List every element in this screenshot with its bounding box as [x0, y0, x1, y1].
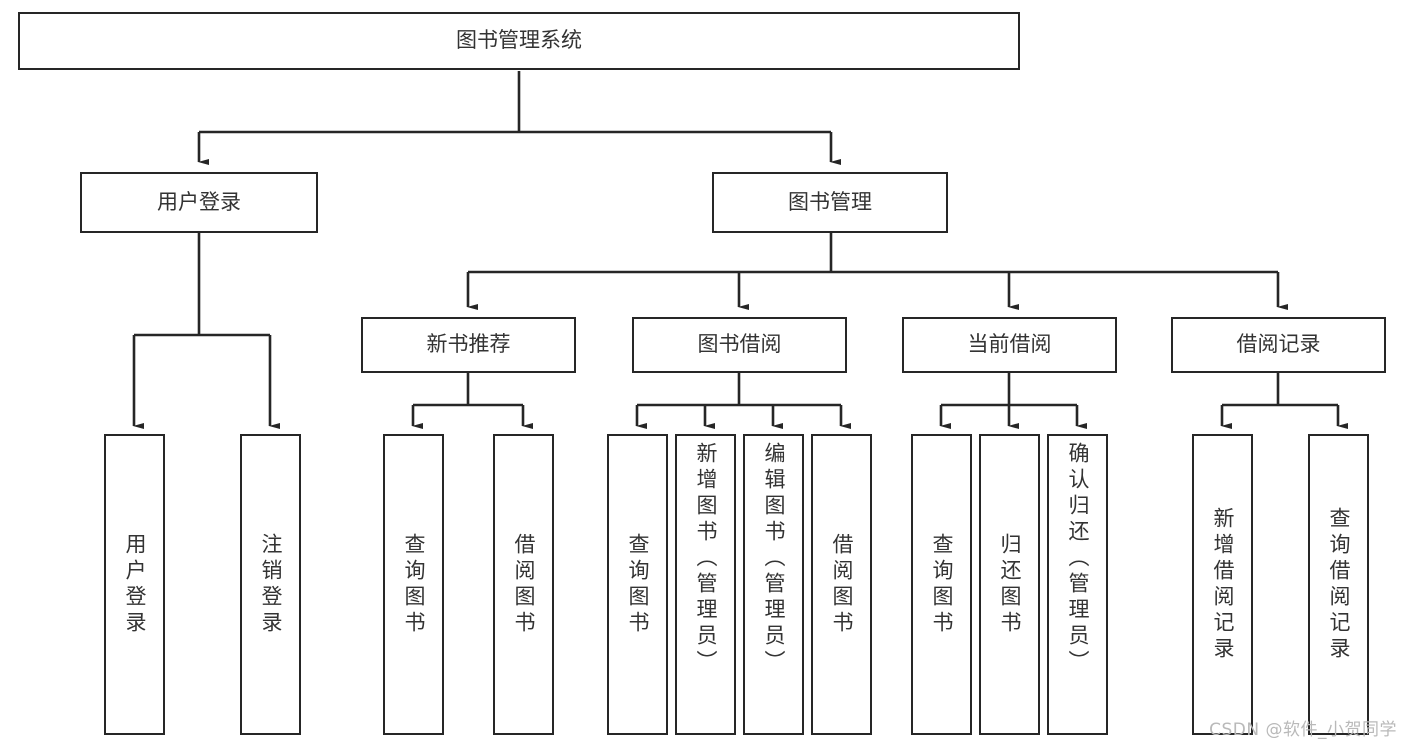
leaf-query-books-3[interactable]: 查询图书 [911, 434, 972, 735]
leaf-borrow-books-1[interactable]: 借阅图书 [493, 434, 554, 735]
node-borrow-record[interactable]: 借阅记录 [1171, 317, 1386, 373]
node-user-login[interactable]: 用户登录 [80, 172, 318, 233]
leaf-borrow-books-2-label: 借阅图书 [830, 532, 854, 637]
leaf-logout-login[interactable]: 注销登录 [240, 434, 301, 735]
leaf-query-books-1-label: 查询图书 [402, 532, 426, 637]
leaf-user-login-label: 用户登录 [123, 532, 147, 637]
leaf-logout-login-label: 注销登录 [259, 532, 283, 637]
node-new-book-recommend[interactable]: 新书推荐 [361, 317, 576, 373]
leaf-query-borrow-record-label: 查询借阅记录 [1327, 506, 1351, 663]
node-borrow-record-label: 借阅记录 [1236, 332, 1321, 357]
leaf-query-borrow-record[interactable]: 查询借阅记录 [1308, 434, 1369, 735]
leaf-add-book-admin[interactable]: 新增图书（管理员） [675, 434, 736, 735]
leaf-return-books-label: 归还图书 [998, 532, 1022, 637]
node-book-borrow-label: 图书借阅 [697, 332, 782, 357]
leaf-edit-book-admin-label: 编辑图书（管理员） [762, 442, 786, 676]
node-book-management[interactable]: 图书管理 [712, 172, 948, 233]
node-user-login-label: 用户登录 [157, 189, 241, 214]
leaf-edit-book-admin[interactable]: 编辑图书（管理员） [743, 434, 804, 735]
leaf-query-books-3-label: 查询图书 [930, 532, 954, 637]
leaf-add-borrow-record[interactable]: 新增借阅记录 [1192, 434, 1253, 735]
node-book-management-label: 图书管理 [788, 189, 872, 214]
leaf-add-book-admin-label: 新增图书（管理员） [694, 442, 718, 676]
leaf-add-borrow-record-label: 新增借阅记录 [1211, 506, 1235, 663]
leaf-query-books-2-label: 查询图书 [626, 532, 650, 637]
leaf-confirm-return-admin[interactable]: 确认归还（管理员） [1047, 434, 1108, 735]
leaf-query-books-2[interactable]: 查询图书 [607, 434, 668, 735]
node-new-book-recommend-label: 新书推荐 [426, 332, 511, 357]
node-root-label: 图书管理系统 [456, 28, 582, 53]
node-book-borrow[interactable]: 图书借阅 [632, 317, 847, 373]
leaf-return-books[interactable]: 归还图书 [979, 434, 1040, 735]
leaf-borrow-books-2[interactable]: 借阅图书 [811, 434, 872, 735]
leaf-query-books-1[interactable]: 查询图书 [383, 434, 444, 735]
watermark-text: CSDN @软件_小贺同学 [1209, 720, 1397, 740]
node-root[interactable]: 图书管理系统 [18, 12, 1020, 70]
leaf-user-login[interactable]: 用户登录 [104, 434, 165, 735]
leaf-confirm-return-admin-label: 确认归还（管理员） [1066, 442, 1090, 676]
node-current-borrow-label: 当前借阅 [967, 332, 1052, 357]
leaf-borrow-books-1-label: 借阅图书 [512, 532, 536, 637]
node-current-borrow[interactable]: 当前借阅 [902, 317, 1117, 373]
